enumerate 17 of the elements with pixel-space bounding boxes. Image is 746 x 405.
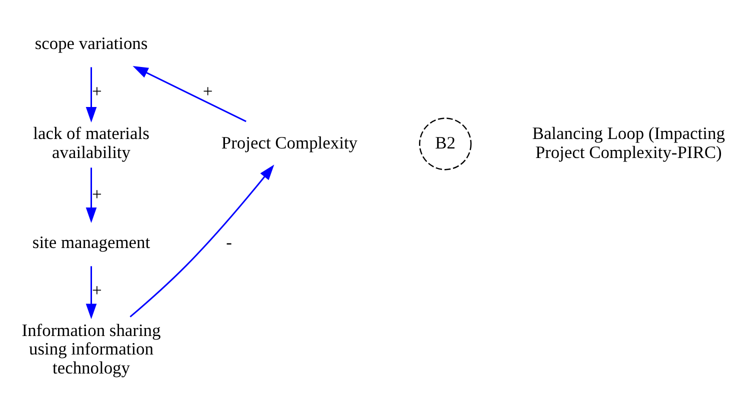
node-text: scope variations [34, 33, 148, 54]
edge-label: + [92, 81, 102, 102]
node-text: site management [32, 232, 150, 252]
edge-label: + [92, 280, 102, 300]
edge-label: + [92, 184, 102, 204]
arrow [86, 67, 97, 122]
arrow [86, 266, 97, 320]
arrow [130, 164, 274, 318]
edge-label: - [226, 232, 232, 252]
node-text: Project Complexity [221, 132, 358, 153]
label: Balancing Loop (Impacting Project Complexity-PIRC) [532, 123, 725, 162]
node-text: Information sharing using information technology [22, 320, 161, 378]
node-text: lack of materials availability [33, 123, 150, 162]
label: B2 [435, 132, 456, 153]
arrow [86, 168, 97, 224]
edge-label: + [202, 81, 213, 102]
arrow [132, 66, 246, 122]
